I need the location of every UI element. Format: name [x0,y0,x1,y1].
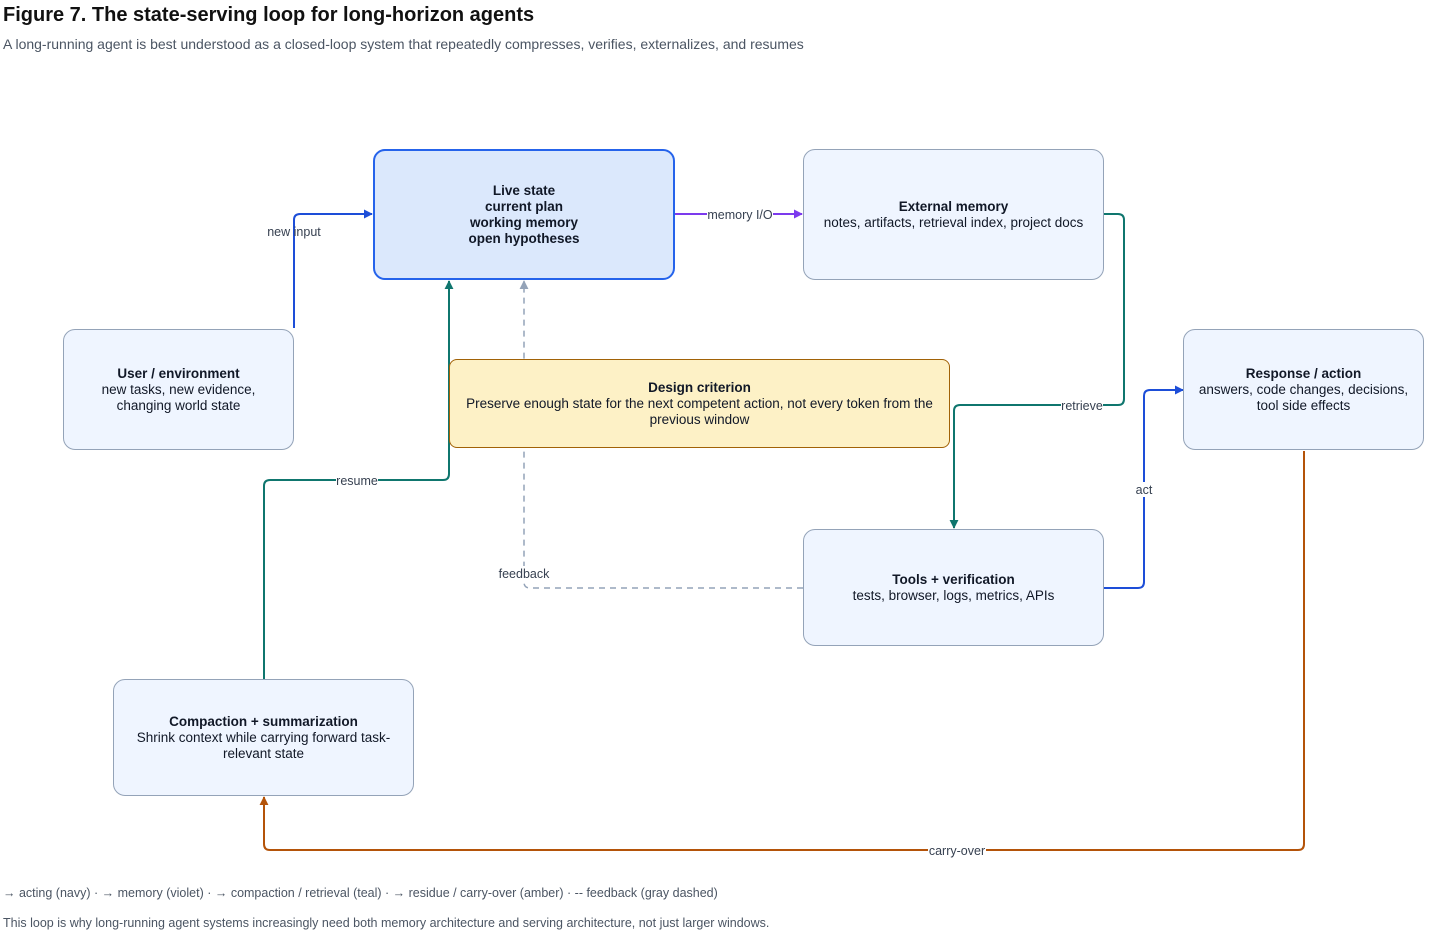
live-state-line-plan: current plan [484,198,563,214]
edge-label-resume: resume [336,474,378,488]
node-design-criterion: Design criterion Preserve enough state f… [449,359,950,448]
legend: → acting (navy) · → memory (violet) · → … [3,886,718,900]
compaction-title: Compaction + summarization [169,713,358,729]
footnote: This loop is why long-running agent syst… [3,916,770,930]
node-compaction-summarization: Compaction + summarization Shrink contex… [113,679,414,796]
tools-verification-desc: tests, browser, logs, metrics, APIs [852,587,1055,603]
response-action-desc: answers, code changes, decisions, tool s… [1198,381,1409,413]
node-response-action: Response / action answers, code changes,… [1183,329,1424,450]
edge-label-new-input: new input [267,225,321,239]
node-external-memory: External memory notes, artifacts, retrie… [803,149,1104,280]
live-state-line-memory: working memory [469,214,579,230]
edge-label-feedback: feedback [499,567,550,581]
design-criterion-desc: Preserve enough state for the next compe… [466,395,933,427]
edge-new-input [293,209,373,328]
edge-label-act: act [1136,483,1153,497]
response-action-title: Response / action [1245,365,1362,381]
edge-carry-over [259,451,1305,851]
edge-label-carry-over: carry-over [929,844,985,858]
node-user-environment: User / environment new tasks, new eviden… [63,329,294,450]
node-live-state: Live state current plan working memory o… [373,149,675,280]
compaction-desc: Shrink context while carrying forward ta… [136,729,391,761]
tools-verification-title: Tools + verification [892,571,1015,587]
edge-label-retrieve: retrieve [1061,399,1103,413]
node-tools-verification: Tools + verification tests, browser, log… [803,529,1104,646]
design-criterion-title: Design criterion [648,379,751,395]
live-state-line-hypotheses: open hypotheses [468,230,580,246]
user-environment-title: User / environment [117,365,240,381]
edge-feedback [519,280,803,589]
figure-title: Figure 7. The state-serving loop for lon… [3,4,535,26]
figure-subtitle: A long-running agent is best understood … [3,36,804,52]
edge-label-memory-io: memory I/O [707,208,773,222]
live-state-title: Live state [492,182,556,198]
edge-retrieve [949,213,1125,529]
external-memory-desc: notes, artifacts, retrieval index, proje… [823,214,1084,230]
external-memory-title: External memory [898,198,1009,214]
user-environment-desc: new tasks, new evidence, changing world … [101,381,256,413]
